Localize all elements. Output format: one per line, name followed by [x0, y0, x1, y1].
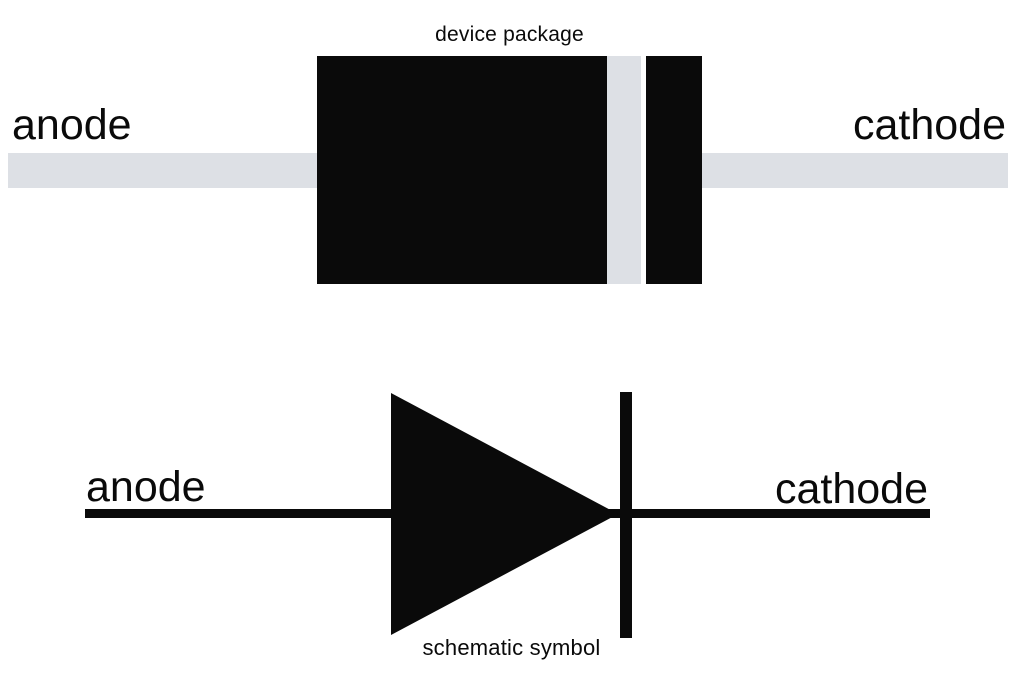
device-package-caption: device package: [435, 23, 584, 46]
package-white-gap: [641, 56, 646, 284]
schematic-cathode-label: cathode: [774, 465, 928, 513]
anode-lead: [8, 153, 317, 188]
package-body-block: [317, 56, 607, 284]
package-cathode-label: cathode: [852, 101, 1006, 149]
device-package-body: [317, 56, 702, 284]
cathode-lead: [702, 153, 1008, 188]
package-band-gap: [607, 56, 641, 284]
diode-triangle-icon: [391, 393, 618, 635]
package-anode-label: anode: [12, 101, 132, 149]
cathode-stripe: [646, 56, 702, 284]
schematic-anode-label: anode: [86, 463, 206, 511]
cathode-bar-icon: [620, 392, 632, 638]
schematic-symbol-caption: schematic symbol: [422, 635, 601, 660]
